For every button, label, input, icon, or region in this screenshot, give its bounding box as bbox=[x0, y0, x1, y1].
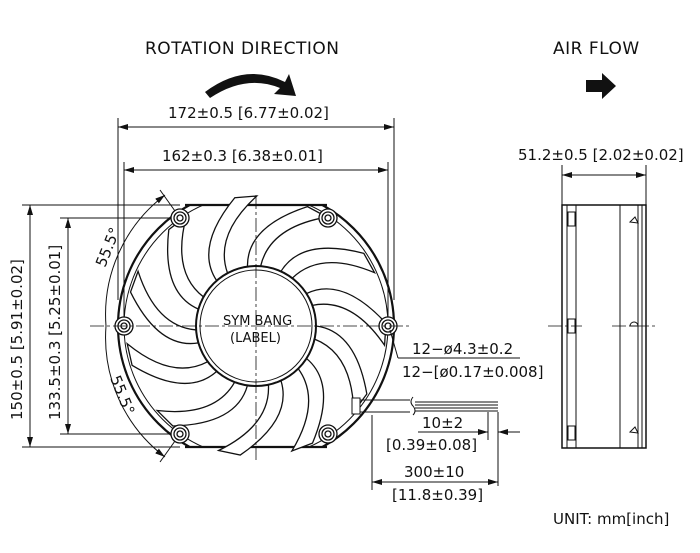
svg-text:150±0.5 [5.91±0.02]: 150±0.5 [5.91±0.02] bbox=[8, 259, 26, 420]
svg-text:12−ø4.3±0.2: 12−ø4.3±0.2 bbox=[412, 340, 513, 358]
rotation-direction-heading: ROTATION DIRECTION bbox=[145, 39, 340, 59]
svg-text:172±0.5 [6.77±0.02]: 172±0.5 [6.77±0.02] bbox=[168, 104, 329, 122]
mounting-hole bbox=[176, 430, 184, 438]
fan-blade bbox=[216, 379, 284, 456]
mounting-hole bbox=[176, 214, 184, 222]
label-subtext: (LABEL) bbox=[230, 331, 281, 346]
mounting-hole bbox=[324, 214, 332, 222]
lead-wires bbox=[351, 396, 498, 416]
svg-text:10±2: 10±2 bbox=[422, 414, 463, 432]
hole-spacing-height-dimension: 133.5±0.3 [5.25±0.01] bbox=[46, 217, 180, 435]
svg-text:300±10: 300±10 bbox=[404, 463, 464, 481]
svg-text:55.5°: 55.5° bbox=[92, 225, 124, 270]
svg-text:12−[ø0.17±0.008]: 12−[ø0.17±0.008] bbox=[402, 363, 543, 381]
fan-blade bbox=[208, 195, 259, 282]
unit-note: UNIT: mm[inch] bbox=[553, 510, 669, 528]
fan-side-view: 51.2±0.5 [2.02±0.02] bbox=[518, 146, 684, 449]
label-text: SYM BANG bbox=[223, 314, 292, 329]
rotation-arrow-icon bbox=[205, 74, 296, 98]
fan-blade bbox=[126, 342, 218, 384]
mounting-hole bbox=[173, 211, 187, 225]
airflow-arrow-icon bbox=[586, 73, 616, 99]
svg-text:51.2±0.5 [2.02±0.02]: 51.2±0.5 [2.02±0.02] bbox=[518, 146, 684, 164]
hole-callout: 12−ø4.3±0.2 12−[ø0.17±0.008] bbox=[389, 329, 543, 381]
svg-text:[11.8±0.39]: [11.8±0.39] bbox=[392, 486, 483, 504]
svg-text:162±0.3 [6.38±0.01]: 162±0.3 [6.38±0.01] bbox=[162, 147, 323, 165]
overall-width-dimension: 172±0.5 [6.77±0.02] bbox=[117, 104, 395, 300]
air-flow-heading: AIR FLOW bbox=[553, 39, 640, 59]
fan-blade bbox=[167, 214, 205, 310]
mounting-hole bbox=[173, 427, 187, 441]
strip-length-dimension: 10±2 [0.39±0.08] bbox=[386, 412, 520, 486]
mounting-hole bbox=[321, 427, 335, 441]
fan-blade bbox=[290, 357, 325, 453]
mounting-hole bbox=[324, 430, 332, 438]
fan-blade bbox=[155, 381, 249, 427]
hole-spacing-width-dimension: 162±0.3 [6.38±0.01] bbox=[123, 147, 389, 320]
lead-length-dimension: 300±10 [11.8±0.39] bbox=[371, 415, 498, 504]
fan-blade bbox=[129, 269, 200, 345]
svg-text:133.5±0.3 [5.25±0.01]: 133.5±0.3 [5.25±0.01] bbox=[46, 245, 64, 420]
svg-text:55.5°: 55.5° bbox=[106, 373, 138, 418]
mounting-hole bbox=[321, 211, 335, 225]
fan-blade bbox=[305, 288, 387, 348]
svg-text:[0.39±0.08]: [0.39±0.08] bbox=[386, 436, 477, 454]
fan-front-view bbox=[90, 195, 410, 460]
fan-blade bbox=[280, 247, 377, 279]
